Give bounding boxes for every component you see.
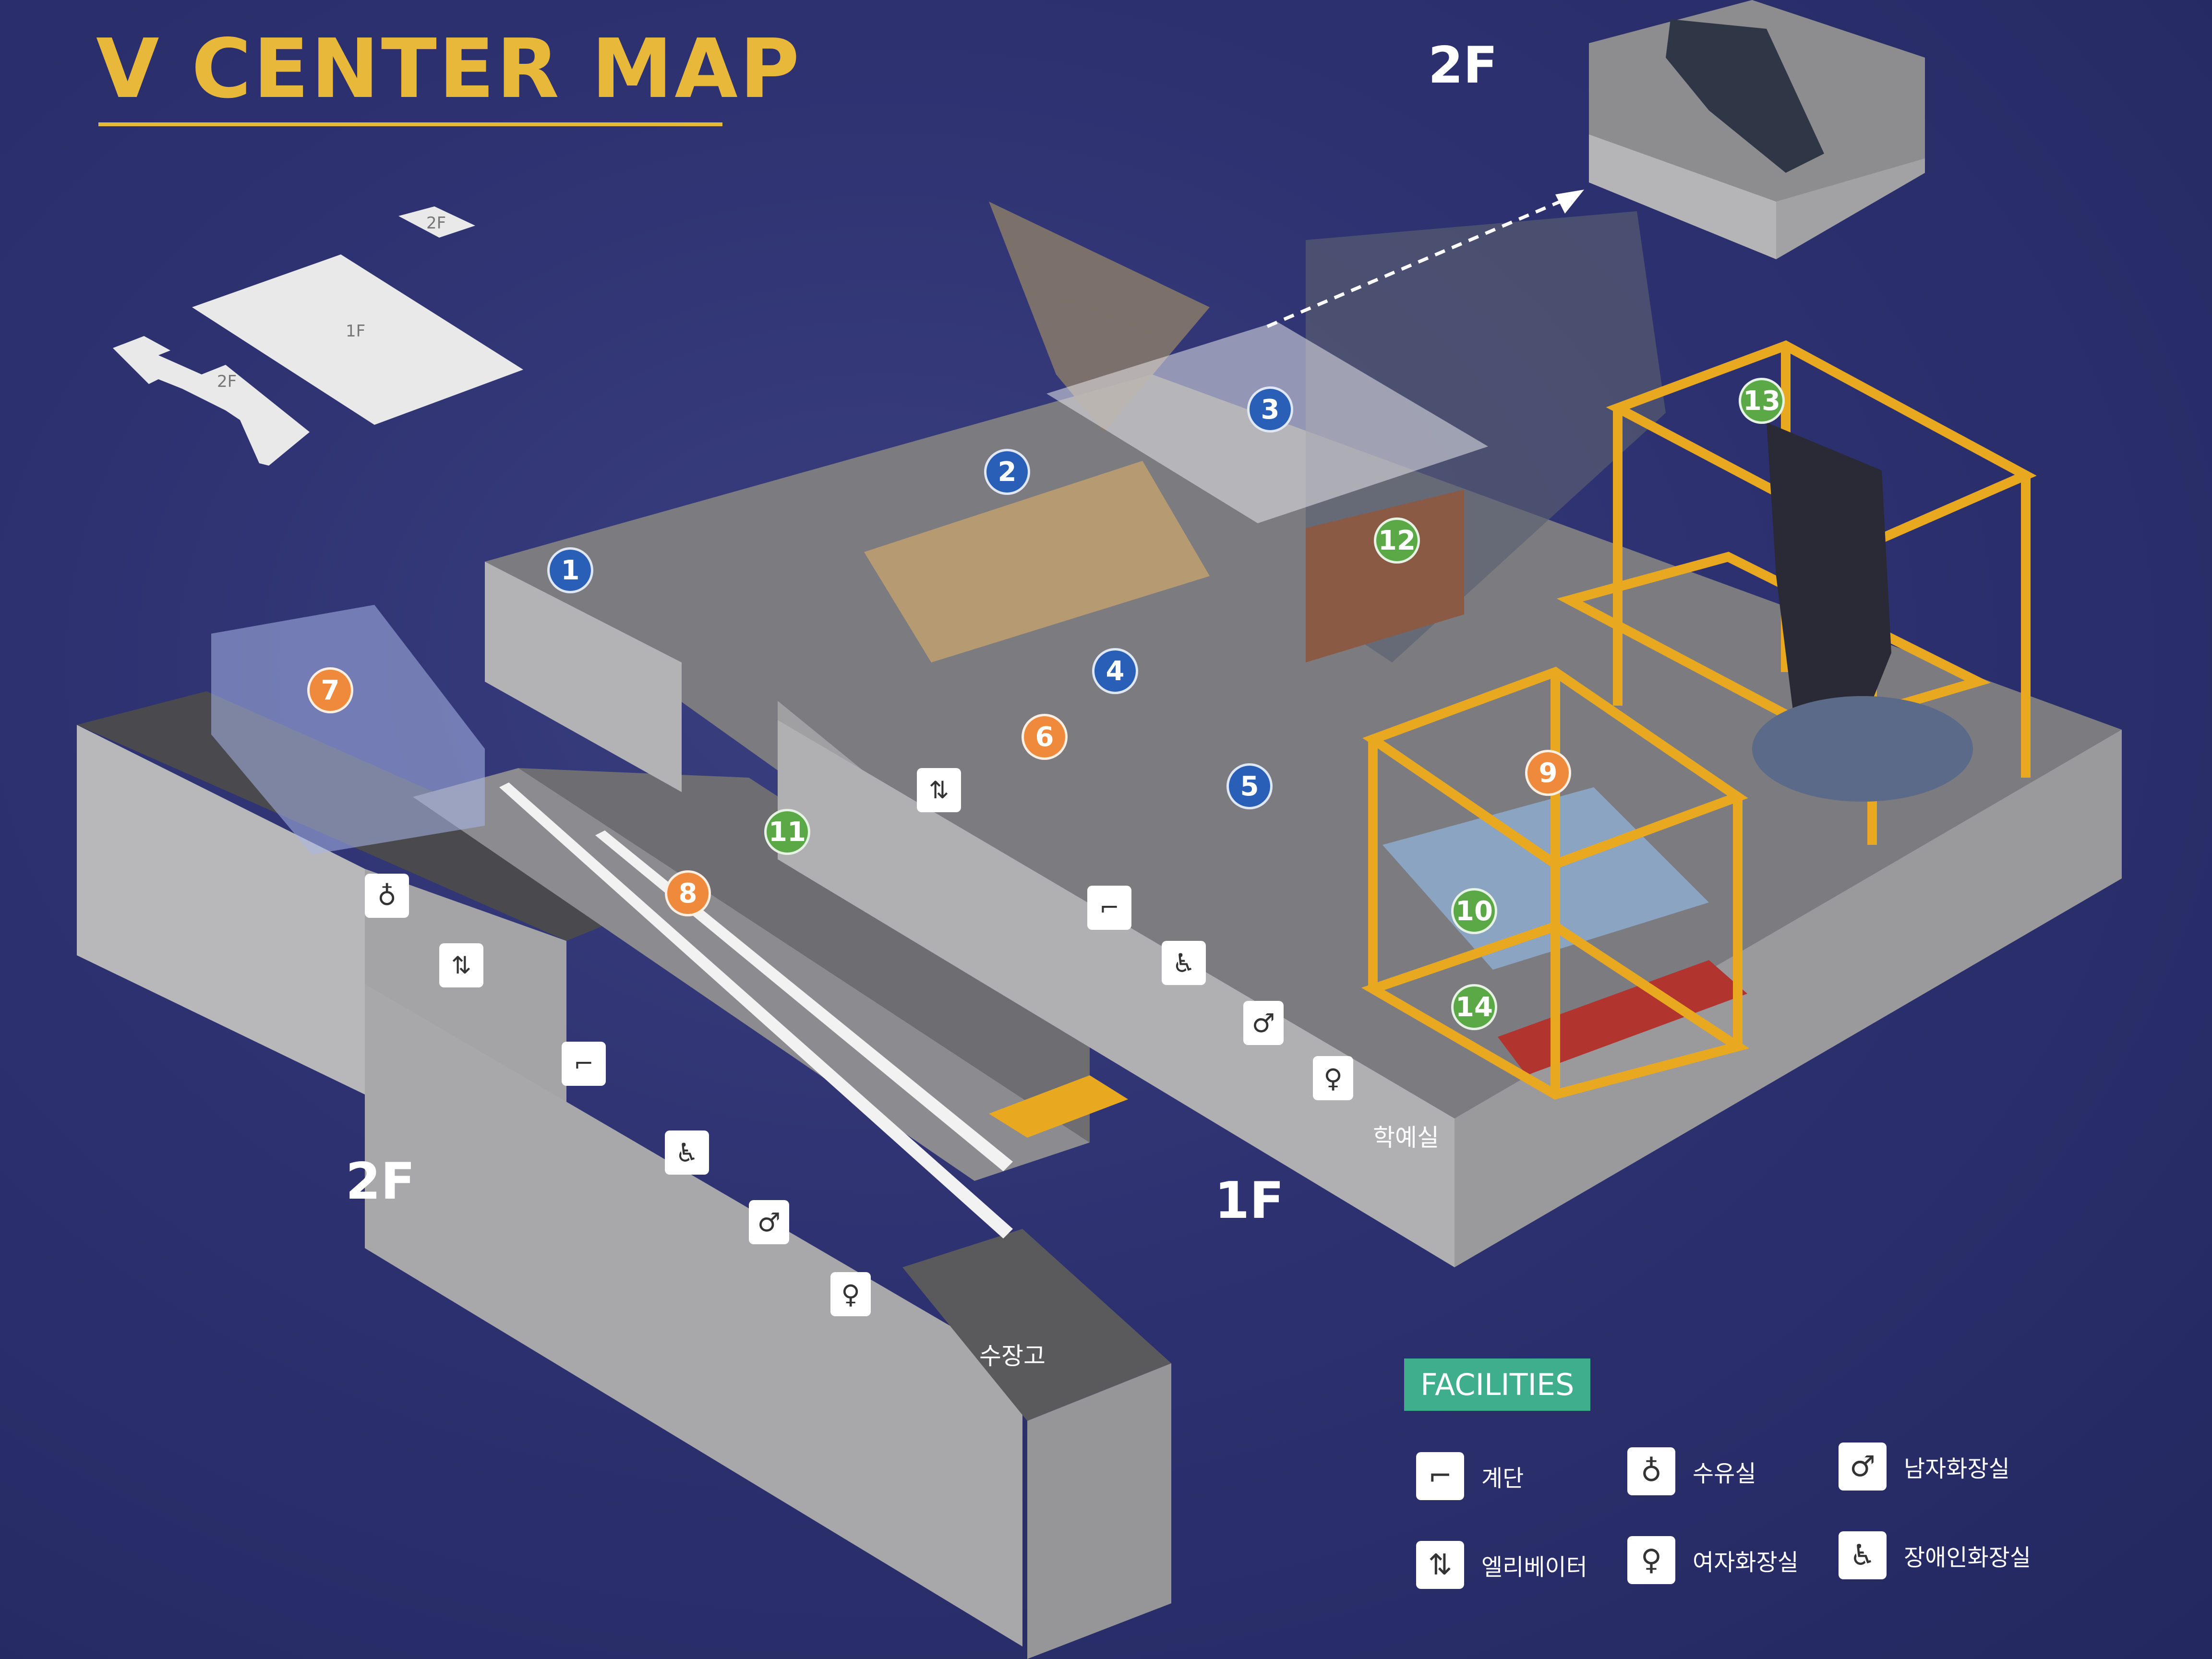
room-label-classroom: 학예실 bbox=[1373, 1124, 1439, 1152]
floor-1f-main bbox=[485, 202, 2122, 1267]
floor-label-1f: 1F bbox=[1214, 1171, 1284, 1230]
map-marker-13[interactable]: 13 bbox=[1739, 378, 1785, 424]
mens-restroom-icon: ♂ bbox=[749, 1200, 789, 1244]
legend-label: 여자화장실 bbox=[1693, 1549, 1799, 1576]
2f-observation-deck bbox=[989, 1075, 1128, 1138]
1f-robot-statue bbox=[1767, 422, 1891, 749]
map-title: V CENTER MAP bbox=[96, 22, 802, 117]
2f-wing-wall-left bbox=[77, 725, 365, 1094]
1f-play-area bbox=[864, 461, 1210, 662]
accessible-restroom-icon: ♿ bbox=[665, 1130, 709, 1175]
projection-arrow bbox=[1266, 190, 1584, 328]
womens-restroom-icon: ♀ bbox=[1313, 1056, 1353, 1100]
2f-top-wall-left bbox=[1589, 134, 1776, 259]
2f-wing-corridor bbox=[413, 768, 1090, 1181]
legend-item-accessible-restroom: ♿ 장애인화장실 bbox=[1839, 1531, 2031, 1579]
map-marker-6[interactable]: 6 bbox=[1022, 714, 1068, 760]
legend-item-womens-restroom: ♀ 여자화장실 bbox=[1627, 1536, 1799, 1584]
2f-display-case bbox=[211, 605, 485, 854]
minimap-2f-large bbox=[113, 336, 310, 466]
map-marker-5[interactable]: 5 bbox=[1226, 763, 1273, 809]
minimap-1f bbox=[192, 254, 523, 425]
map-marker-2[interactable]: 2 bbox=[984, 449, 1030, 495]
2f-wing-hall bbox=[518, 768, 1090, 1142]
nursing-room-icon: ♁ bbox=[365, 874, 409, 918]
1f-projection-screen bbox=[989, 202, 1210, 432]
map-marker-11[interactable]: 11 bbox=[764, 809, 810, 855]
room-label-storage: 수장고 bbox=[979, 1342, 1046, 1370]
map-marker-4[interactable]: 4 bbox=[1092, 648, 1138, 694]
stairs-icon: ⌐ bbox=[1416, 1452, 1464, 1500]
map-marker-7[interactable]: 7 bbox=[307, 667, 353, 713]
2f-top-wall-right bbox=[1776, 158, 1925, 259]
mens-restroom-icon: ♂ bbox=[1243, 1001, 1284, 1045]
minimap-label-1f: 1F bbox=[346, 322, 366, 341]
map-marker-12[interactable]: 12 bbox=[1374, 517, 1420, 564]
stairs-icon: ⌐ bbox=[1087, 886, 1131, 930]
1f-robot-base bbox=[1752, 696, 1973, 802]
legend-label: 장애인화장실 bbox=[1904, 1544, 2031, 1571]
womens-restroom-icon: ♀ bbox=[830, 1272, 871, 1316]
legend-item-stairs: ⌐ 계단 bbox=[1416, 1452, 1524, 1500]
2f-top-robot bbox=[1666, 19, 1824, 173]
elevator-icon: ⇅ bbox=[917, 768, 961, 812]
1f-right-wall bbox=[1455, 730, 2122, 1267]
2f-railing-2 bbox=[595, 830, 1013, 1171]
mens-restroom-icon: ♂ bbox=[1839, 1443, 1887, 1491]
legend-label: 엘리베이터 bbox=[1481, 1554, 1587, 1581]
floor-2f-top bbox=[1589, 0, 1925, 259]
womens-restroom-icon: ♀ bbox=[1627, 1536, 1675, 1584]
facilities-legend-title: FACILITIES bbox=[1404, 1358, 1591, 1411]
1f-front-wall bbox=[778, 720, 1455, 1267]
minimap-label-2f-large: 2F bbox=[217, 372, 237, 391]
1f-wall-left bbox=[485, 562, 682, 792]
1f-brick-wall bbox=[1306, 490, 1464, 662]
legend-label: 남자화장실 bbox=[1904, 1455, 2010, 1482]
legend-label: 수유실 bbox=[1693, 1460, 1756, 1487]
elevator-icon: ⇅ bbox=[1416, 1541, 1464, 1589]
accessible-restroom-icon: ♿ bbox=[1162, 941, 1206, 985]
2f-storage-wall-right bbox=[1027, 1363, 1171, 1659]
floor-label-2f-top: 2F bbox=[1428, 36, 1498, 95]
legend-label: 계단 bbox=[1481, 1465, 1524, 1492]
floor-minimap bbox=[113, 206, 523, 466]
minimap-label-2f-small: 2F bbox=[426, 214, 446, 233]
accessible-restroom-icon: ♿ bbox=[1839, 1531, 1887, 1579]
legend-item-elevator: ⇅ 엘리베이터 bbox=[1416, 1541, 1587, 1589]
map-marker-9[interactable]: 9 bbox=[1525, 750, 1571, 796]
floor-label-2f-left: 2F bbox=[346, 1152, 415, 1211]
map-marker-3[interactable]: 3 bbox=[1247, 386, 1293, 433]
stairs-icon: ⌐ bbox=[562, 1042, 606, 1086]
2f-corridor-wall bbox=[365, 984, 1022, 1647]
legend-item-mens-restroom: ♂ 남자화장실 bbox=[1839, 1443, 2010, 1491]
floor-2f-left-wing bbox=[77, 605, 1171, 1659]
elevator-icon: ⇅ bbox=[439, 943, 483, 987]
2f-railing bbox=[499, 782, 1013, 1238]
map-marker-8[interactable]: 8 bbox=[665, 870, 711, 916]
nursing-room-icon: ♁ bbox=[1627, 1447, 1675, 1495]
map-marker-14[interactable]: 14 bbox=[1451, 984, 1497, 1030]
legend-item-nursing-room: ♁ 수유실 bbox=[1627, 1447, 1756, 1495]
map-marker-10[interactable]: 10 bbox=[1451, 888, 1497, 934]
title-underline bbox=[98, 122, 722, 126]
map-marker-1[interactable]: 1 bbox=[547, 547, 593, 593]
minimap-2f-small bbox=[398, 206, 475, 238]
2f-storage-floor bbox=[902, 1229, 1171, 1421]
